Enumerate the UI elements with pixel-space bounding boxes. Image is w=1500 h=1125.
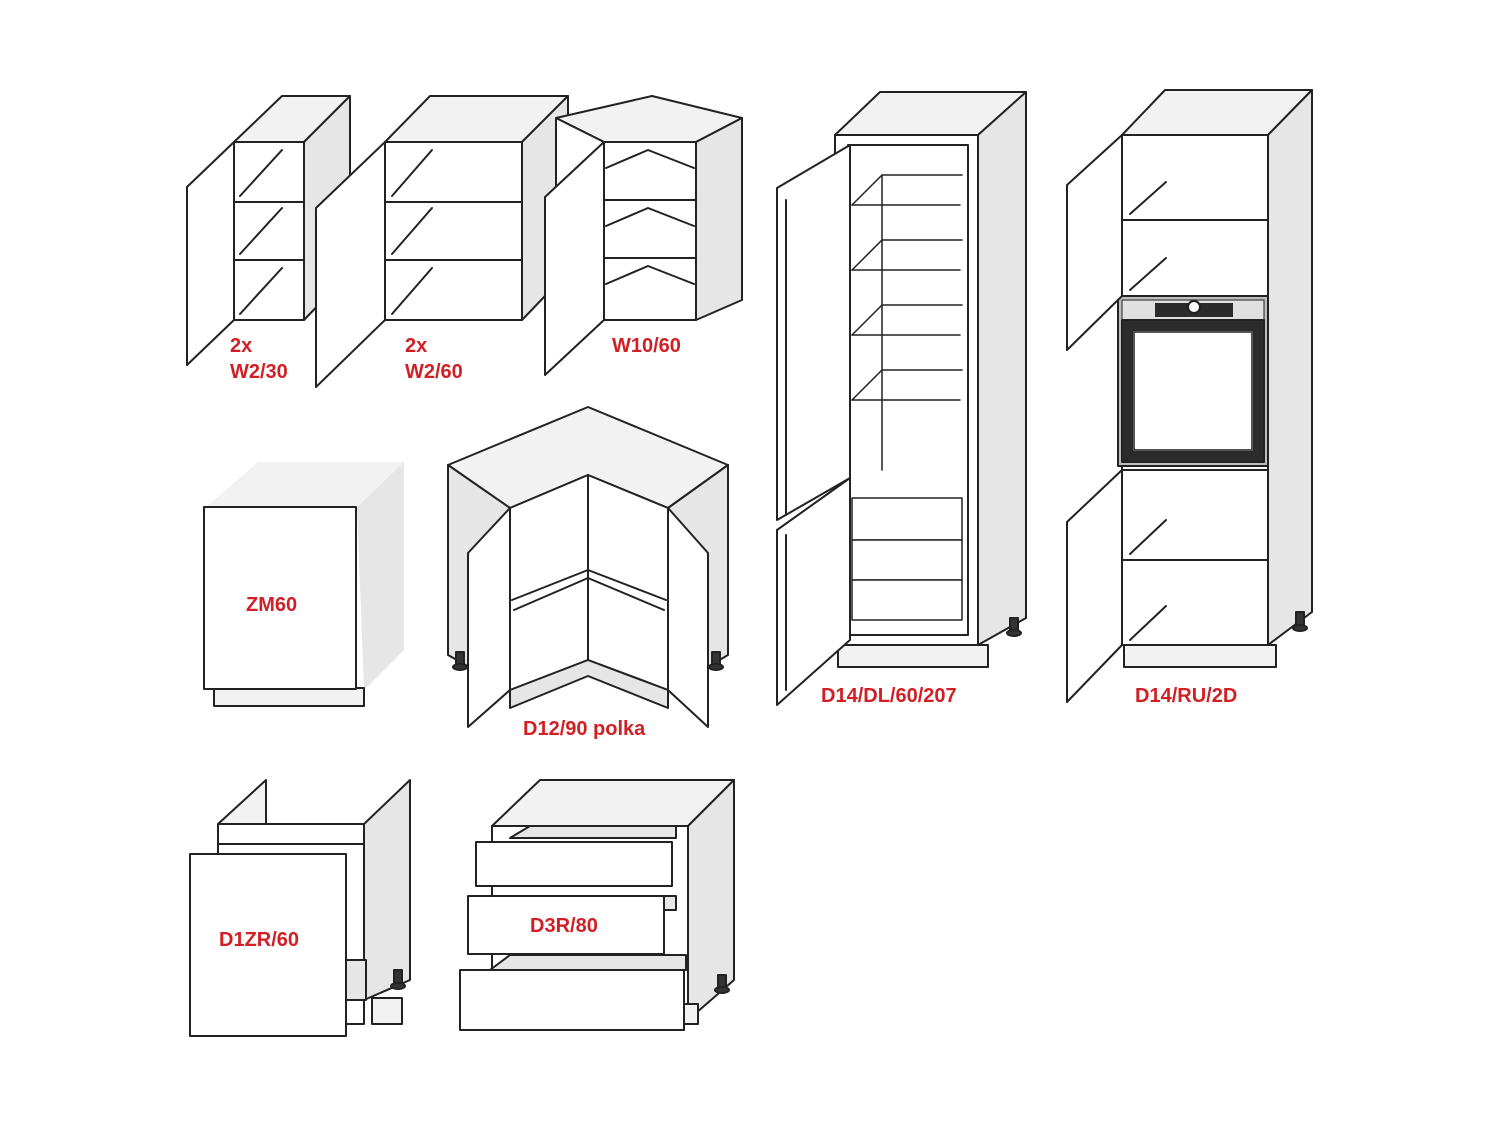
label-w2-30-line2: W2/30: [230, 361, 288, 383]
label-w2-30-line1: 2x: [230, 335, 253, 357]
label-w2-30: 2x W2/30: [230, 333, 288, 385]
label-d14-ru-line1: D14/RU/2D: [1135, 685, 1238, 707]
label-d12-90-line1: D12/90 polka: [523, 718, 646, 740]
cabinet-zm60-drawing: [203, 462, 404, 707]
label-w2-60-line1: 2x: [405, 335, 428, 357]
label-d1zr-60-line1: D1ZR/60: [219, 929, 300, 951]
label-w2-60-line2: W2/60: [405, 361, 463, 383]
label-w10-60-line1: W10/60: [612, 335, 681, 357]
label-d3r-80-line1: D3R/80: [530, 915, 598, 937]
cabinet-d3r-80-drawing: [459, 779, 735, 1031]
label-d1zr-60: D1ZR/60: [219, 927, 299, 953]
label-d14-dl: D14/DL/60/207: [821, 683, 957, 709]
label-d12-90: D12/90 polka: [523, 716, 645, 742]
label-w2-60: 2x W2/60: [405, 333, 463, 385]
cabinet-w10-60-drawing: [544, 95, 743, 376]
label-zm60: ZM60: [246, 592, 297, 618]
label-d14-ru: D14/RU/2D: [1135, 683, 1237, 709]
label-d3r-80: D3R/80: [530, 913, 598, 939]
cabinet-d14-ru-drawing: [1066, 89, 1313, 703]
label-zm60-line1: ZM60: [246, 594, 298, 616]
cabinet-d14-dl-drawing: [776, 91, 1027, 706]
cabinet-d1zr-60-drawing: [189, 779, 411, 1037]
label-d14-dl-line1: D14/DL/60/207: [821, 685, 957, 707]
label-w10-60: W10/60: [612, 333, 681, 359]
cabinet-d12-90-drawing: [447, 406, 729, 728]
